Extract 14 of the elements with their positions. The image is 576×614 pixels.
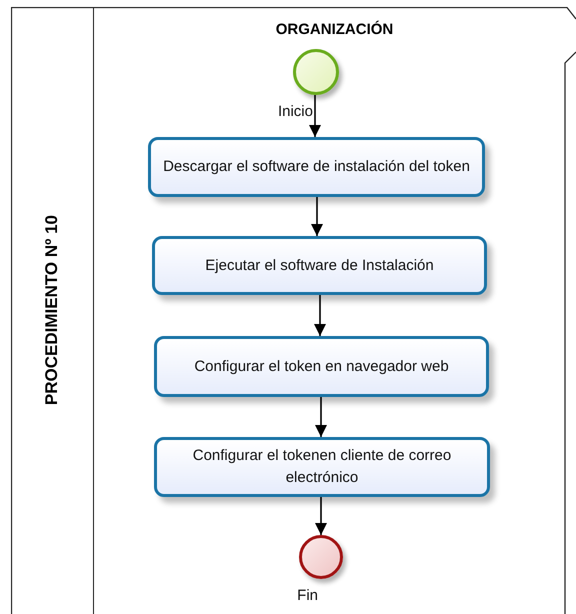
event-label: Inicio (276, 102, 313, 122)
pool-title: PROCEDIMIENTO Nº 10 (41, 215, 62, 406)
pool (11, 7, 576, 614)
lane-title: ORGANIZACIÓN (276, 20, 394, 40)
arrow (314, 295, 326, 336)
arrow (311, 197, 323, 236)
task-box: Ejecutar el software de Instalación (152, 236, 487, 295)
task-box: Configurar el token en navegador web (154, 336, 489, 397)
arrow (315, 497, 327, 535)
task-box: Descargar el software de instalación del token (148, 137, 485, 197)
task-box: Configurar el tokenen cliente de correo electrónico (154, 437, 490, 497)
arrow (315, 397, 327, 437)
event-label: Fin (296, 586, 318, 606)
arrow (309, 95, 321, 137)
